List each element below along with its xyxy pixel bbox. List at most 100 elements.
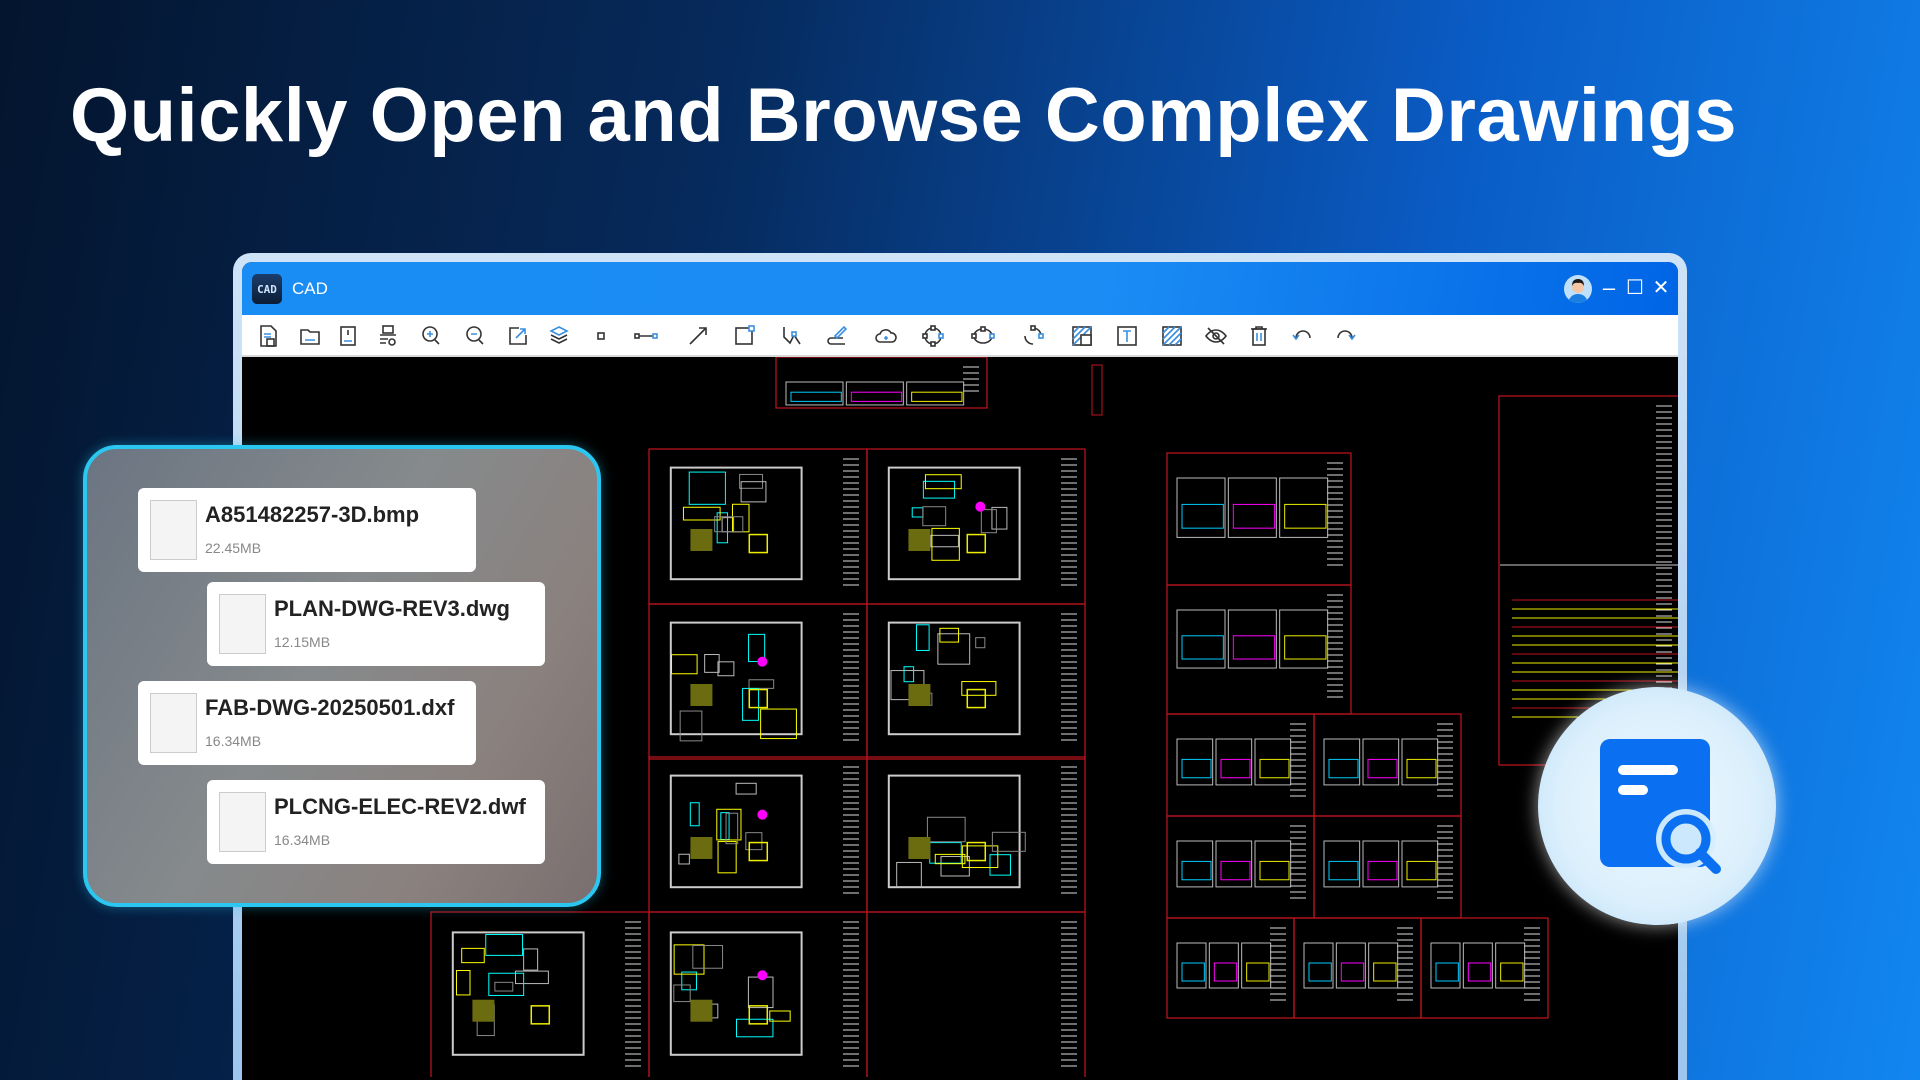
print-icon[interactable] bbox=[376, 324, 400, 348]
plan-room bbox=[961, 681, 997, 696]
file-thumbnail bbox=[219, 792, 266, 852]
plan-room bbox=[745, 832, 763, 851]
plan-room bbox=[736, 1018, 774, 1038]
elevation-detail bbox=[1284, 635, 1327, 660]
floor-plan-outline bbox=[451, 931, 585, 1056]
new-file-icon[interactable] bbox=[256, 324, 280, 348]
plan-room bbox=[515, 970, 549, 985]
elevation-view bbox=[1208, 942, 1239, 989]
elevation-view bbox=[1279, 609, 1329, 669]
user-avatar[interactable] bbox=[1564, 275, 1592, 303]
plan-marker bbox=[757, 656, 768, 667]
file-thumbnail bbox=[150, 500, 197, 560]
floor-plan-outline bbox=[887, 466, 1021, 581]
plan-room bbox=[678, 853, 690, 865]
arrow-icon[interactable] bbox=[686, 324, 710, 348]
plan-furniture bbox=[966, 841, 987, 862]
file-card[interactable]: PLAN-DWG-REV3.dwg 12.15MB bbox=[207, 582, 545, 666]
floor-plan-outline bbox=[669, 621, 803, 736]
zoom-out-icon[interactable] bbox=[463, 324, 487, 348]
elevation-detail bbox=[1367, 758, 1398, 779]
plan-furniture bbox=[530, 1005, 551, 1025]
file-card[interactable]: PLCNG-ELEC-REV2.dwf 16.34MB bbox=[207, 780, 545, 864]
sheet-frame bbox=[1166, 584, 1352, 715]
redo-icon[interactable] bbox=[1334, 324, 1358, 348]
elevation-view bbox=[1279, 477, 1329, 538]
elevation-detail bbox=[850, 391, 903, 402]
hatch-icon[interactable] bbox=[1160, 324, 1184, 348]
hatch-region-icon[interactable] bbox=[1070, 324, 1094, 348]
undo-icon[interactable] bbox=[1290, 324, 1314, 348]
close-button[interactable]: ✕ bbox=[1652, 277, 1670, 299]
plan-furniture bbox=[908, 836, 931, 859]
elevation-view bbox=[1335, 942, 1366, 989]
elevation-detail bbox=[1435, 962, 1459, 982]
elevation-view bbox=[1254, 840, 1292, 888]
plan-room bbox=[682, 506, 721, 521]
delete-icon[interactable] bbox=[1247, 324, 1271, 348]
elevation-detail bbox=[1340, 962, 1365, 982]
sheet-frame bbox=[1166, 815, 1315, 919]
sheet-frame bbox=[648, 911, 868, 1077]
line-icon[interactable] bbox=[634, 324, 658, 348]
plan-room bbox=[688, 471, 726, 505]
elevation-view bbox=[1176, 609, 1226, 669]
elevation-detail bbox=[1373, 962, 1397, 982]
cloud-icon[interactable] bbox=[874, 324, 898, 348]
file-size: 22.45MB bbox=[205, 540, 262, 556]
elevation-detail bbox=[1328, 758, 1359, 779]
elevation-detail bbox=[1181, 860, 1212, 881]
minimize-button[interactable]: – bbox=[1602, 275, 1616, 300]
save-icon[interactable] bbox=[336, 324, 360, 348]
sheet-frame bbox=[866, 756, 1086, 913]
zoom-extents-icon[interactable] bbox=[506, 324, 530, 348]
plan-room bbox=[485, 934, 524, 956]
polyline-icon[interactable] bbox=[780, 324, 804, 348]
sketch-icon[interactable] bbox=[825, 324, 849, 348]
text-icon[interactable] bbox=[1115, 324, 1139, 348]
elevation-detail bbox=[1220, 860, 1251, 881]
plan-room bbox=[975, 637, 986, 649]
plan-room bbox=[991, 506, 1008, 530]
elevation-view bbox=[1227, 477, 1277, 538]
plan-room bbox=[915, 624, 930, 651]
maximize-button[interactable]: ☐ bbox=[1626, 277, 1644, 299]
plan-room bbox=[494, 981, 514, 992]
toolbar bbox=[242, 315, 1678, 357]
floor-plan-outline bbox=[887, 621, 1021, 736]
sheet-frame bbox=[1313, 815, 1462, 919]
elevation-detail bbox=[1246, 962, 1270, 982]
open-folder-icon[interactable] bbox=[298, 324, 322, 348]
elevation-view bbox=[1401, 738, 1439, 786]
ellipse-icon[interactable] bbox=[971, 324, 995, 348]
point-icon[interactable] bbox=[589, 324, 613, 348]
zoom-in-icon[interactable] bbox=[419, 324, 443, 348]
hide-icon[interactable] bbox=[1204, 324, 1228, 348]
elevation-view bbox=[1241, 942, 1272, 989]
elevation-detail bbox=[1406, 860, 1437, 881]
elevation-detail bbox=[1406, 758, 1437, 779]
elevation-view bbox=[1362, 840, 1400, 888]
plan-room bbox=[747, 976, 774, 1009]
arc-icon[interactable] bbox=[1021, 324, 1045, 348]
plan-room bbox=[769, 1010, 791, 1022]
sheet-frame bbox=[775, 357, 988, 409]
circle-icon[interactable] bbox=[921, 324, 945, 348]
plan-furniture bbox=[690, 999, 713, 1022]
file-size: 16.34MB bbox=[205, 733, 262, 749]
floor-plan-outline bbox=[887, 774, 1021, 889]
elevation-view bbox=[1368, 942, 1399, 989]
plan-room bbox=[748, 633, 766, 663]
layers-icon[interactable] bbox=[547, 324, 571, 348]
plan-furniture bbox=[966, 533, 987, 554]
plan-room bbox=[934, 853, 966, 865]
file-card[interactable]: A851482257-3D.bmp 22.45MB bbox=[138, 488, 476, 572]
sheet-frame bbox=[648, 448, 868, 605]
rectangle-icon[interactable] bbox=[732, 324, 756, 348]
elevation-view bbox=[1323, 840, 1361, 888]
plan-room bbox=[931, 527, 960, 561]
title-bar: CAD CAD – ☐ ✕ bbox=[242, 262, 1678, 315]
elevation-view bbox=[1176, 738, 1214, 786]
elevation-view bbox=[1215, 738, 1253, 786]
file-card[interactable]: FAB-DWG-20250501.dxf 16.34MB bbox=[138, 681, 476, 765]
